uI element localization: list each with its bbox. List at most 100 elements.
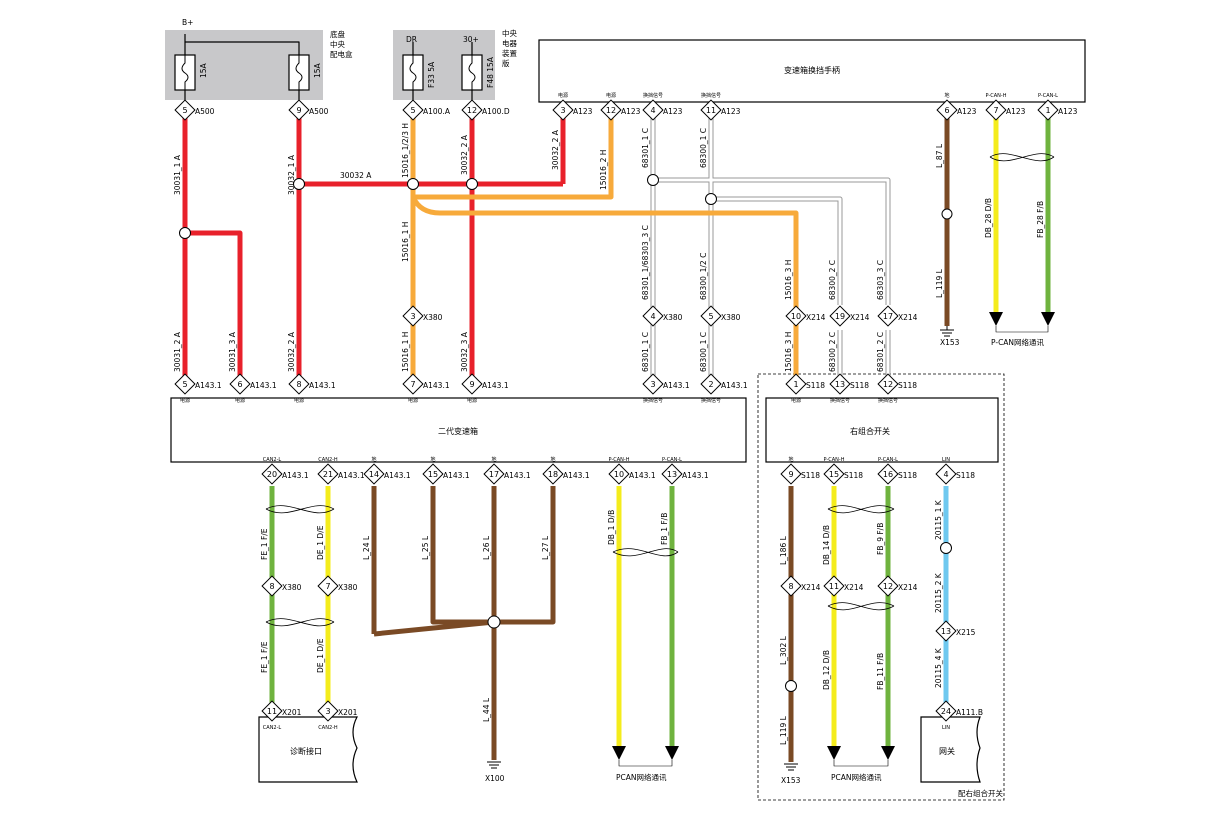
pin-number: 15 <box>428 470 438 479</box>
wire-label: 68300_2 C <box>828 332 837 372</box>
wire-label: 20115_1 K <box>934 499 943 540</box>
wire-label: 15016_3 H <box>784 260 793 300</box>
wire-label: 68300_1/2 C <box>699 253 708 300</box>
wire-label: FB_11 F/B <box>876 653 885 690</box>
pin-function: 电源 <box>467 397 477 404</box>
fuse-icon <box>461 54 483 91</box>
pin-connector: X215 <box>956 628 976 637</box>
pin-function: 地 <box>550 456 555 463</box>
wire-label: DE_1 D/E <box>316 638 325 673</box>
pin-number: 15 <box>829 470 839 479</box>
pin-connector: X214 <box>898 583 918 592</box>
pin-function: 地 <box>788 456 793 463</box>
wire-label: DB_12 D/B <box>822 650 831 690</box>
wire-label: DB_1 D/B <box>607 510 616 545</box>
pin-number: 11 <box>829 582 839 591</box>
pin-connector: A100.D <box>482 107 510 116</box>
wire-label: FB_28 F/B <box>1036 201 1045 238</box>
pin-connector: S118 <box>850 381 869 390</box>
wire-label: DB_28 D/B <box>984 198 993 238</box>
pin-connector: X380 <box>338 583 358 592</box>
pin-number: 7 <box>325 582 330 591</box>
pin-number: 13 <box>835 380 845 389</box>
pin-function: 换挡信号 <box>878 397 898 404</box>
tcu-title: 二代变速箱 <box>438 426 478 436</box>
pin-number: 12 <box>883 582 893 591</box>
wire-label: 15016_2 H <box>599 150 608 190</box>
pin-connector: X214 <box>806 313 826 322</box>
pin-connector: X214 <box>844 583 864 592</box>
pin-function: 换挡信号 <box>643 92 663 99</box>
wire-label: 68303_3 C <box>876 260 885 300</box>
pin-function: CAN2-H <box>318 725 338 731</box>
pin-number: 7 <box>410 380 415 389</box>
pin-number: 1 <box>793 380 798 389</box>
pin-number: 10 <box>614 470 624 479</box>
wire-label: FE_1 F/E <box>260 528 269 560</box>
fuse-value: F48 15A <box>486 56 495 88</box>
pin-connector: A123 <box>621 107 641 116</box>
pin-function: 电源 <box>408 397 418 404</box>
wire-label: 15016_1/2/3 H <box>401 123 410 178</box>
option-region: 配右组合开关 <box>757 373 1005 801</box>
pin-number: 6 <box>237 380 242 389</box>
ground-label: X153 <box>940 338 960 347</box>
wire-label: L_119 L <box>779 715 788 745</box>
wire-label: L_119 L <box>935 268 944 298</box>
pin-number: 8 <box>788 582 793 591</box>
pin-number: 5 <box>708 312 713 321</box>
pin-function: 电源 <box>791 397 801 404</box>
center-box-title-4: 版 <box>502 58 510 68</box>
pin-number: 2 <box>708 380 713 389</box>
wire-label: L_87 L <box>935 143 944 168</box>
pin-function: 地 <box>491 456 496 463</box>
wire-label: 30032_1 A <box>287 154 296 195</box>
pin-connector: A143.1 <box>443 471 470 480</box>
pin-number: 6 <box>944 106 949 115</box>
wire-label: DE_1 D/E <box>316 525 325 560</box>
pin-number: 18 <box>548 470 558 479</box>
wire-label: L_24 L <box>362 535 371 560</box>
pin-connector: A143.1 <box>338 471 365 480</box>
pin-function: 换挡信号 <box>701 397 721 404</box>
pin-function: P-CAN-L <box>1038 93 1058 99</box>
wire-15016-2 <box>413 118 614 200</box>
pin-connector: A123 <box>721 107 741 116</box>
shifter-module: 变速箱换挡手柄 <box>538 39 1086 103</box>
wire-label: L_26 L <box>482 535 491 560</box>
pin-function: CAN2-L <box>263 725 282 731</box>
wire-label: 15016_1 H <box>401 332 410 372</box>
wire-label: L_302 L <box>779 635 788 665</box>
center-box-title-1: 中央 <box>502 28 517 38</box>
wire-label: FB_1 F/B <box>660 513 669 545</box>
pin-connector: X380 <box>663 313 683 322</box>
pin-function: P-CAN-H <box>824 457 845 463</box>
pin-number: 8 <box>269 582 274 591</box>
pin-function: P-CAN-L <box>662 457 682 463</box>
wire-label: DB_14 D/B <box>822 525 831 565</box>
pin-function: 换挡信号 <box>830 397 850 404</box>
pin-connector: X214 <box>850 313 870 322</box>
wire-label: 68301_2 C <box>876 332 885 372</box>
wire-label: 20115_4 K <box>934 647 943 688</box>
pin-connector: S118 <box>844 471 863 480</box>
grounds <box>487 326 954 771</box>
